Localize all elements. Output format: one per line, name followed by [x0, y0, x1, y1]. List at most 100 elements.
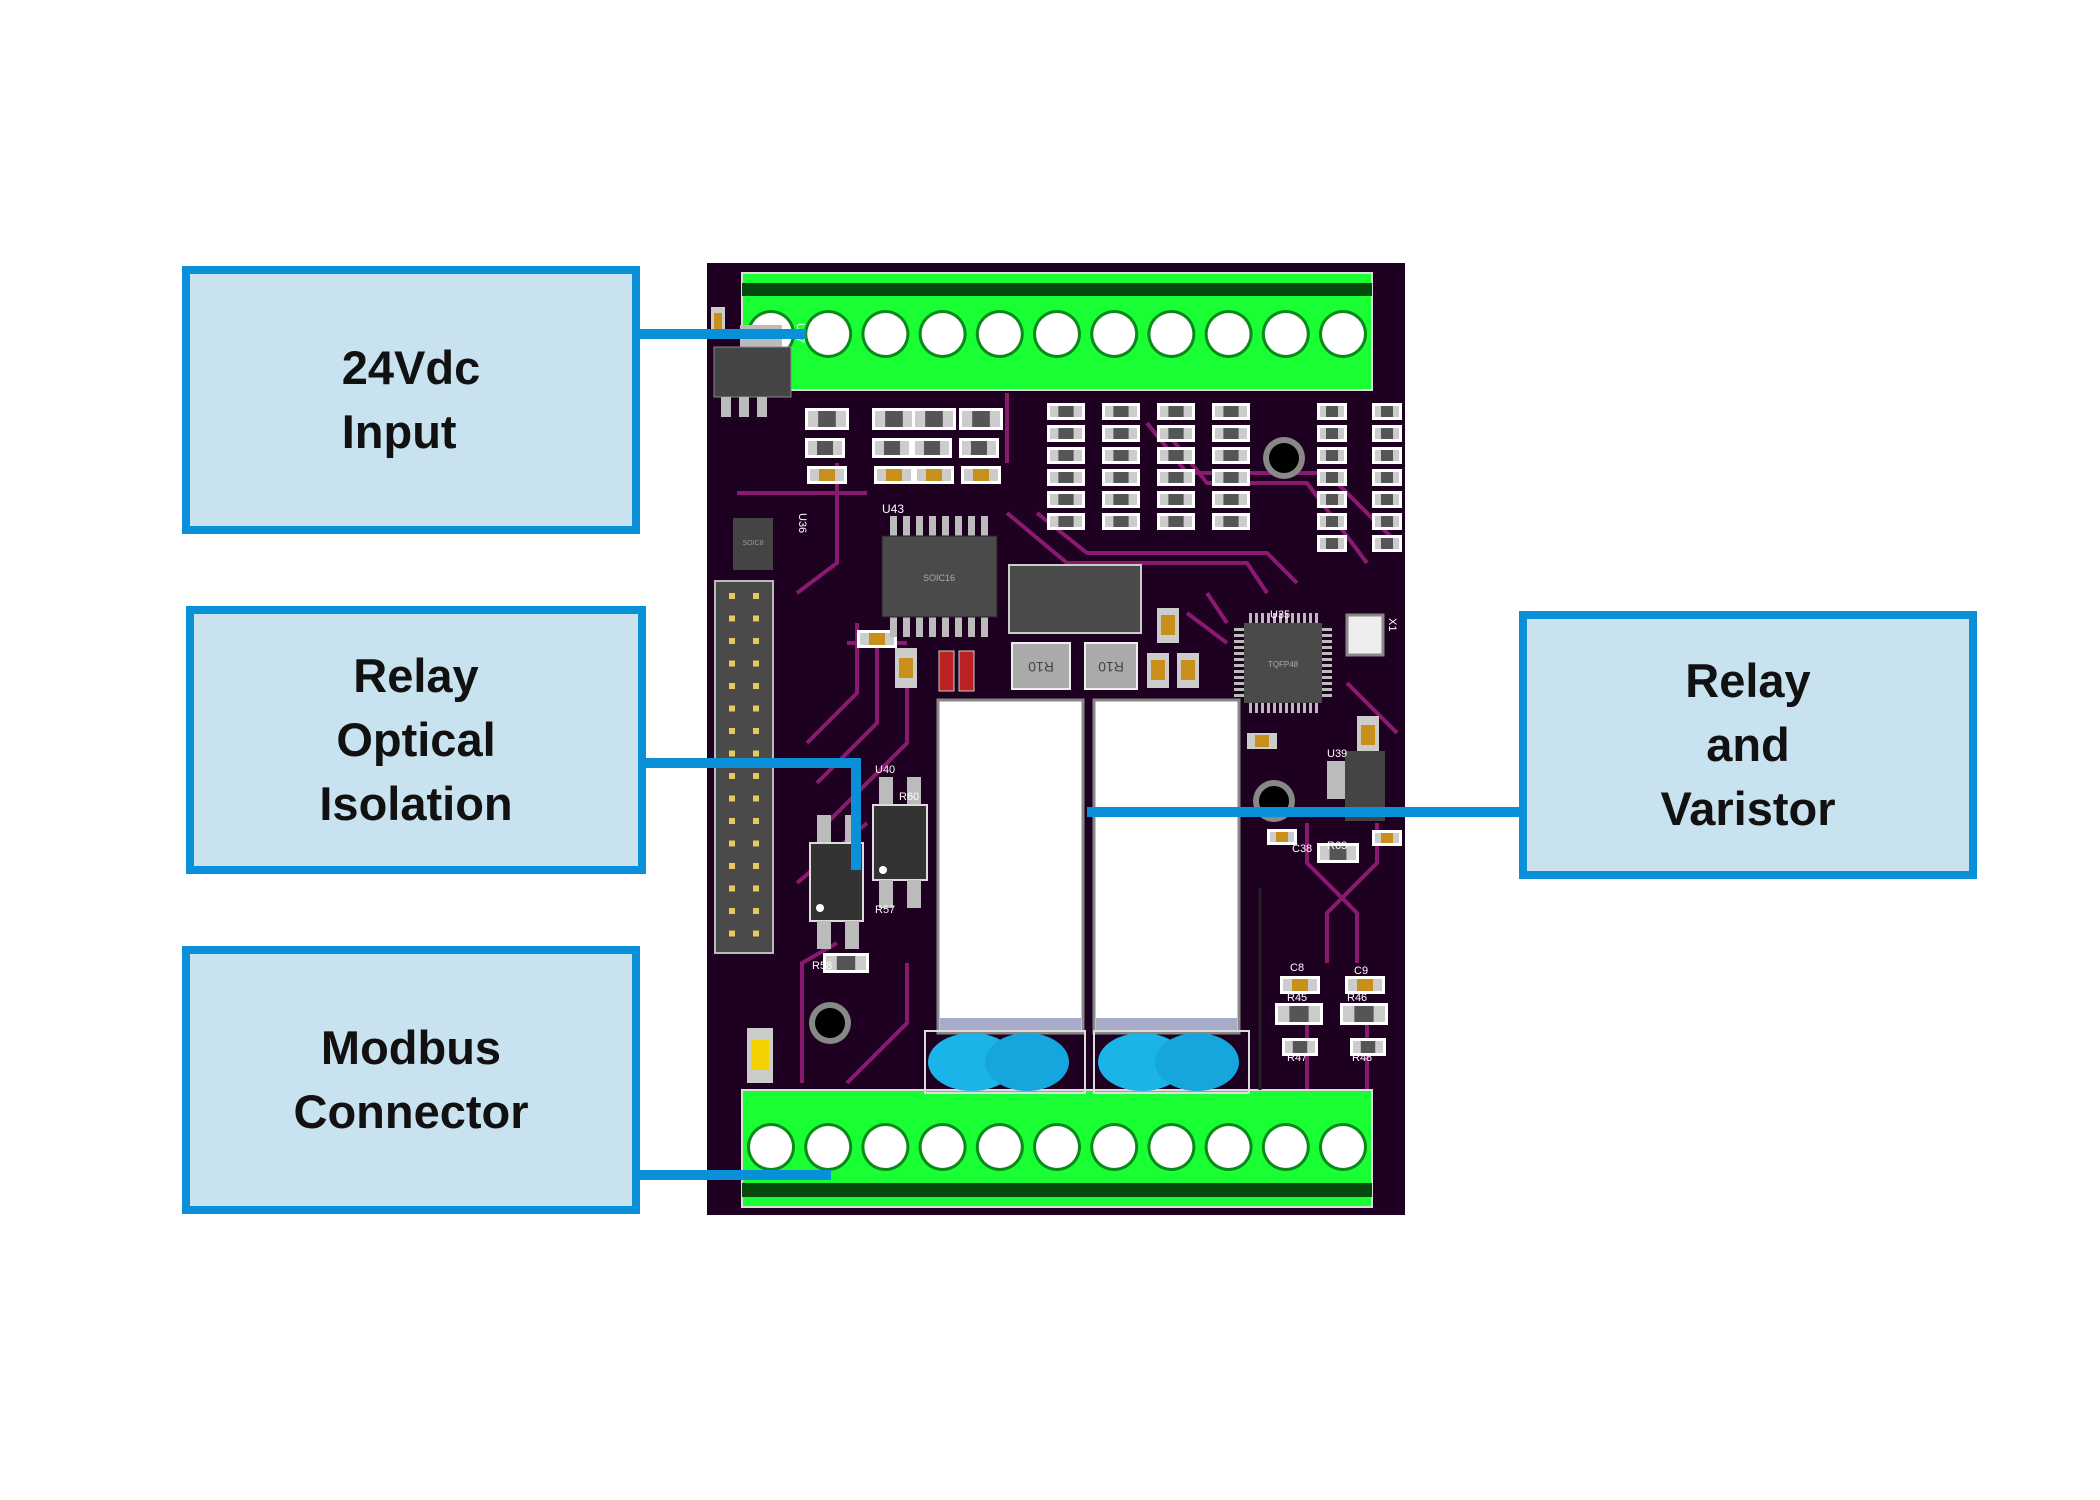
chip-pin	[1279, 613, 1282, 623]
smd-body	[836, 956, 856, 970]
header-pin	[729, 908, 735, 914]
relay-2	[1092, 698, 1241, 1035]
header-pin	[753, 885, 759, 892]
terminal-block-bottom	[741, 1089, 1373, 1208]
chip-pin	[1322, 670, 1332, 673]
chip-pin	[955, 617, 962, 637]
smd-body	[1292, 1041, 1308, 1053]
pcb-trace	[1345, 681, 1399, 735]
chip-pin	[1234, 658, 1244, 661]
terminal-hole	[807, 1126, 850, 1168]
ref-r48: R48	[1352, 1052, 1372, 1064]
chip-pin	[1267, 613, 1270, 623]
terminal-hole	[978, 313, 1021, 355]
ref-r46: R46	[1347, 992, 1367, 1004]
ref-c8: C8	[1290, 962, 1304, 974]
pcb-trace	[800, 941, 838, 1083]
header-pin	[753, 773, 759, 779]
chip-pin	[1303, 613, 1306, 623]
chip-pin	[1279, 703, 1282, 713]
ref-r57: R57	[875, 904, 895, 916]
chip-pin	[1285, 613, 1288, 623]
chip-pin	[942, 516, 949, 536]
chip-u43: SOIC16 U43	[881, 502, 998, 637]
relay-1	[936, 698, 1085, 1035]
smd-body	[973, 469, 989, 481]
capacitor-body	[1151, 660, 1165, 680]
ref-u40: U40	[875, 764, 895, 776]
smd-body	[1326, 538, 1338, 549]
header-pin	[753, 728, 759, 734]
smd-body	[1168, 516, 1184, 527]
smd-body	[1381, 450, 1393, 461]
chip-pin	[890, 516, 897, 536]
header-pin	[729, 683, 735, 689]
chip-pin	[1234, 676, 1244, 679]
pcb-trace	[1035, 511, 1299, 585]
terminal-hole	[921, 313, 964, 355]
chip-pin	[1234, 652, 1244, 655]
header-pin	[753, 615, 759, 622]
chip-pin	[1322, 652, 1332, 655]
smd-body	[1381, 538, 1393, 549]
chip-pin	[1285, 703, 1288, 713]
header-pin	[729, 660, 735, 667]
smd-body	[817, 441, 833, 455]
capacitor-body	[1181, 660, 1195, 680]
chip-pin	[1273, 703, 1276, 713]
leader-24vdc-input	[639, 329, 806, 339]
smd-body	[1113, 472, 1129, 483]
chip-pin	[1261, 703, 1264, 713]
smd-body	[1360, 1041, 1376, 1053]
ref-x1: X1	[1386, 618, 1398, 631]
chip-pin	[1291, 703, 1294, 713]
callout-relay-optical-isolation-label: Relay Optical Isolation	[319, 649, 513, 830]
header-pin	[729, 638, 735, 644]
smd-body	[1058, 516, 1074, 527]
terminal-hole	[1036, 1126, 1078, 1168]
terminal-hole	[1207, 313, 1250, 355]
smd-body	[1168, 450, 1184, 461]
terminal-hole	[1322, 1126, 1364, 1168]
header-pin	[729, 728, 735, 734]
header-pin	[753, 683, 759, 689]
inductor-2: R10	[1084, 642, 1138, 690]
chip-u43-label: SOIC16	[923, 573, 955, 583]
pcb-trace	[1205, 591, 1229, 625]
terminal-hole	[1150, 1126, 1193, 1168]
capacitor-body	[1161, 615, 1175, 635]
terminal-hole	[1150, 313, 1193, 355]
chip-u35-mcu: TQFP48 U35	[1234, 609, 1332, 713]
smd-body	[869, 633, 885, 645]
smd-body	[885, 411, 903, 427]
callout-24vdc-input-label: 24Vdc Input	[341, 341, 481, 458]
smd-body	[1381, 516, 1393, 527]
smd-body	[1168, 406, 1184, 417]
smd-body	[1326, 472, 1338, 483]
header-pin	[753, 750, 759, 757]
chip-pin	[929, 516, 936, 536]
ref-u39: U39	[1327, 748, 1347, 760]
ref-r60: R60	[899, 791, 919, 803]
header-pin	[729, 705, 735, 712]
optocoupler-u41	[809, 815, 864, 949]
inductor-1: R10	[1011, 642, 1071, 690]
header-pin	[729, 818, 735, 824]
chip-pin	[942, 617, 949, 637]
header-pin	[753, 660, 759, 667]
callout-relay-and-varistor: Relay and Varistor	[1519, 611, 1977, 879]
chip-pin	[1322, 628, 1332, 631]
header-pin	[729, 863, 735, 869]
chip-pin	[1234, 628, 1244, 631]
ref-r47: R47	[1287, 1052, 1307, 1064]
chip-pin	[1309, 613, 1312, 623]
header-pin	[729, 615, 735, 622]
callout-relay-optical-isolation: Relay Optical Isolation	[186, 606, 646, 874]
crystal-x1: X1	[1345, 613, 1398, 657]
header-pin	[753, 908, 759, 914]
leader-relay-optical-isolation-drop	[851, 758, 861, 870]
callout-relay-and-varistor-label: Relay and Varistor	[1660, 654, 1836, 835]
pcb-board: U17 SOIC8 U36 SOIC16 U43 TQFP48 U35 X1 R…	[707, 263, 1405, 1215]
terminal-block-top	[741, 272, 1373, 391]
terminal-hole	[864, 1126, 907, 1168]
